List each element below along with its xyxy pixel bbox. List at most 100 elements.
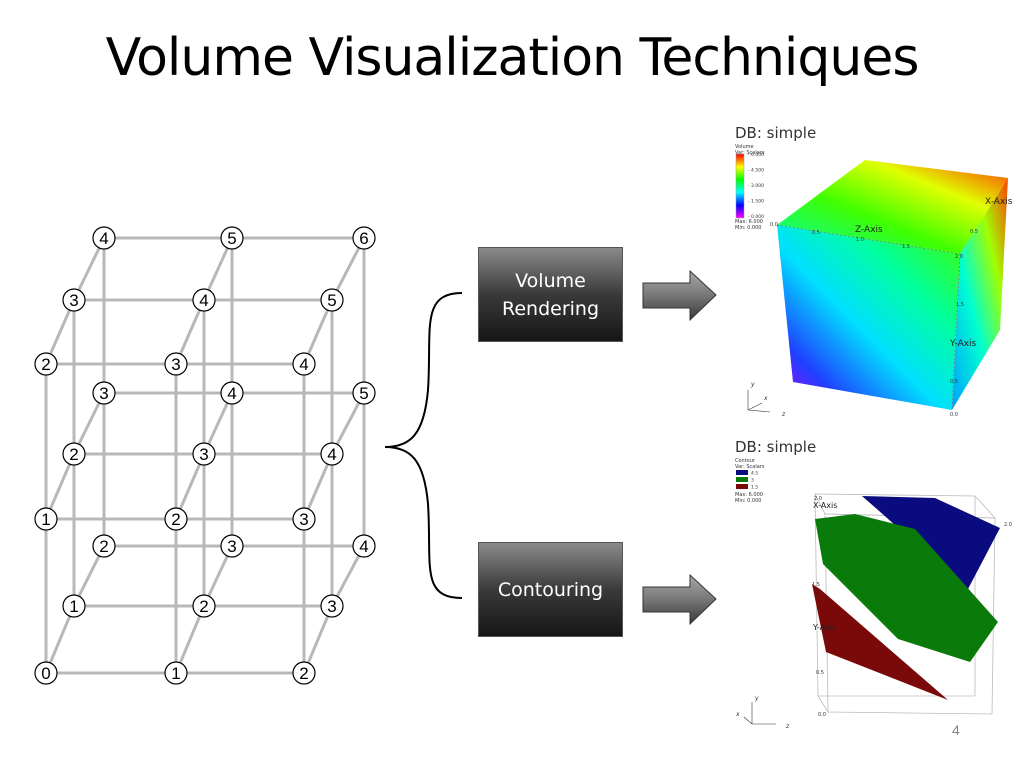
lattice-node: 1	[62, 594, 86, 618]
volume-viewer: DB: simple.vtk Volume Var: Scalars	[730, 120, 1020, 430]
lattice-edge	[302, 453, 334, 520]
volume-y-axis-label: Y-Axis	[949, 339, 976, 349]
contour-legend-title: Contour Var: Scalars	[735, 458, 765, 470]
svg-text:y: y	[750, 381, 755, 388]
contour-surface-blue	[862, 496, 1000, 589]
lattice-edge	[44, 299, 76, 365]
lattice-edge	[330, 237, 366, 301]
brace	[384, 292, 463, 599]
lattice-edge	[44, 453, 76, 520]
lattice-node: 2	[92, 534, 116, 558]
vol-tick: 0.0	[950, 412, 958, 418]
lattice-node-label: 4	[227, 384, 236, 403]
volume-axis-triad	[747, 390, 771, 413]
contouring-label: Contouring	[497, 578, 604, 601]
lattice-edge	[174, 605, 206, 674]
vol-tick: 0.5	[970, 229, 978, 235]
vol-tick: 2.0	[955, 254, 963, 260]
lattice-node: 3	[164, 352, 188, 376]
lattice-node-label: 2	[41, 355, 50, 374]
contour-y-axis-label: Y-Axis	[812, 623, 836, 632]
volume-z-axis-label: Z-Axis	[855, 225, 883, 235]
svg-text:z: z	[785, 723, 790, 730]
lattice-node: 5	[220, 226, 244, 250]
contour-legend-swatch	[736, 470, 748, 475]
slide-title: Volume Visualization Techniques	[105, 28, 920, 88]
page-number: 4	[952, 722, 960, 738]
lattice-node-label: 5	[327, 291, 336, 310]
volume-legend-tick: - 6.000	[748, 152, 764, 158]
lattice-node-label: 5	[227, 229, 236, 248]
contour-viewer: DB: simple.vtk Contour Var: Scalars 4.53…	[730, 434, 1024, 734]
vol-tick: 0.5	[812, 230, 820, 236]
lattice-node: 1	[164, 661, 188, 685]
lattice-node: 4	[192, 288, 216, 312]
contour-legend-swatch	[736, 484, 748, 489]
vol-tick: 1.5	[902, 244, 910, 250]
volume-legend-min: Min: 0.000	[735, 225, 762, 231]
con-tick: 2.0	[1004, 522, 1012, 528]
lattice-node-label: 3	[299, 510, 308, 529]
lattice-edge	[44, 605, 76, 674]
lattice-node-label: 3	[199, 445, 208, 464]
lattice-node: 2	[62, 442, 86, 466]
lattice-node: 6	[352, 226, 376, 250]
lattice-node: 2	[192, 594, 216, 618]
lattice-node: 4	[352, 534, 376, 558]
lattice-edge	[174, 453, 206, 520]
lattice-node-label: 1	[171, 664, 180, 683]
volume-legend-max: Max: 6.000	[735, 219, 763, 225]
lattice-node: 3	[320, 594, 344, 618]
lattice-edge	[302, 605, 334, 674]
lattice-node: 4	[292, 352, 316, 376]
contour-db-title: DB: simple.vtk	[735, 438, 817, 456]
vol-tick: 1.0	[856, 237, 864, 243]
lattice-node: 3	[220, 534, 244, 558]
lattice-node-label: 3	[227, 537, 236, 556]
lattice-node: 2	[34, 352, 58, 376]
contour-axis-triad	[743, 702, 776, 725]
con-tick: 0.5	[816, 670, 824, 676]
lattice-node-label: 4	[359, 537, 368, 556]
lattice-node-label: 2	[199, 597, 208, 616]
vol-tick: 0.0	[770, 222, 778, 228]
lattice-node: 0	[34, 661, 58, 685]
contour-x-axis-label: X-Axis	[813, 501, 837, 510]
arrow-contour	[642, 573, 717, 626]
svg-text:x: x	[735, 711, 740, 718]
volume-legend-tick: - 3.000	[748, 183, 764, 189]
lattice-node-label: 3	[327, 597, 336, 616]
volume-rendering-label: Volume Rendering	[501, 269, 600, 320]
lattice-node-label: 6	[359, 229, 368, 248]
lattice-node-label: 2	[99, 537, 108, 556]
lattice-edge	[302, 299, 334, 365]
contouring-box: Contouring	[478, 542, 623, 637]
svg-text:z: z	[781, 411, 786, 418]
con-tick: 2.0	[814, 496, 822, 502]
lattice-node-label: 4	[99, 229, 108, 248]
svg-text:y: y	[754, 695, 759, 702]
lattice-node-label: 2	[299, 664, 308, 683]
contour-legend-label: 4.5	[751, 471, 758, 477]
lattice-node: 3	[292, 507, 316, 531]
lattice-node-label: 2	[171, 510, 180, 529]
lattice-node-label: 5	[359, 384, 368, 403]
volume-legend-tick: - 4.500	[748, 168, 764, 174]
lattice-node: 3	[192, 442, 216, 466]
volume-legend-ticks: - 6.000 - 4.500 - 3.000 - 1.500 - 0.000	[748, 152, 764, 220]
volume-rendering-box: Volume Rendering	[478, 247, 623, 342]
lattice-node-label: 3	[69, 291, 78, 310]
lattice-edge	[174, 299, 206, 365]
contour-legend-label: 1.5	[751, 485, 758, 491]
contour-legend: 4.531.5	[736, 470, 758, 491]
contour-legend-swatch	[736, 477, 748, 482]
contour-legend-max: Max: 6.000	[735, 492, 763, 498]
vol-tick: 0.5	[950, 379, 958, 385]
lattice-node: 1	[34, 507, 58, 531]
lattice-node: 3	[92, 381, 116, 405]
arrow-volume	[642, 269, 717, 322]
lattice-node: 3	[62, 288, 86, 312]
volume-legend-tick: - 1.500	[748, 199, 764, 205]
volume-legend-tick: - 0.000	[748, 214, 764, 220]
